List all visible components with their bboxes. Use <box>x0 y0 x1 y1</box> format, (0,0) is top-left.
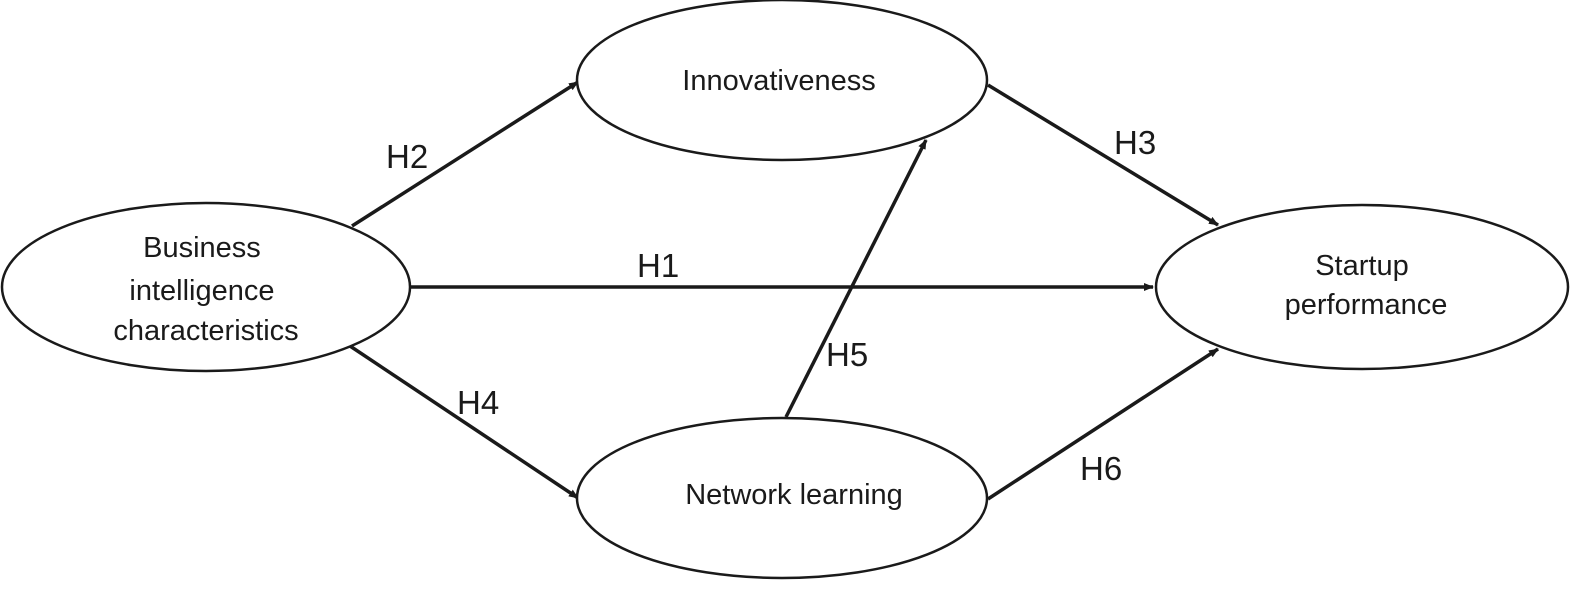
node-business-intelligence-line-3: characteristics <box>113 315 298 347</box>
node-innovativeness-shape <box>575 0 989 162</box>
edge-h3-label: H3 <box>1114 124 1156 161</box>
node-business-intelligence: Business intelligence characteristics <box>0 201 412 373</box>
node-innovativeness-label: Innovativeness <box>682 65 875 97</box>
edge-h1-label: H1 <box>637 247 679 284</box>
node-startup-performance: Startup performance <box>1154 203 1570 371</box>
edge-h2-arrow <box>351 80 579 228</box>
node-business-intelligence-shape <box>0 201 412 373</box>
node-startup-performance-label: Startup performance <box>1285 250 1448 321</box>
node-innovativeness: Innovativeness <box>575 0 989 162</box>
node-network-learning-label: Network learning <box>685 479 903 511</box>
edge-h4-label: H4 <box>457 384 499 421</box>
node-network-learning-shape <box>575 416 989 580</box>
node-startup-performance-shape <box>1154 203 1570 371</box>
edge-h5-arrow <box>784 139 928 418</box>
edge-h4-arrow <box>349 344 579 500</box>
edge-h3-arrow <box>987 83 1219 227</box>
edge-h6-label: H6 <box>1080 450 1122 487</box>
edge-h2-label: H2 <box>386 138 428 175</box>
node-business-intelligence-line-2: intelligence <box>129 275 274 307</box>
edge-h6-arrow <box>987 347 1219 501</box>
node-startup-performance-line-1: Startup <box>1315 250 1409 282</box>
node-startup-performance-line-2: performance <box>1285 289 1448 321</box>
edge-h5-label: H5 <box>826 336 868 373</box>
node-network-learning: Network learning <box>575 416 989 580</box>
node-business-intelligence-label: Business intelligence characteristics <box>113 232 298 347</box>
node-business-intelligence-line-1: Business <box>143 232 261 264</box>
